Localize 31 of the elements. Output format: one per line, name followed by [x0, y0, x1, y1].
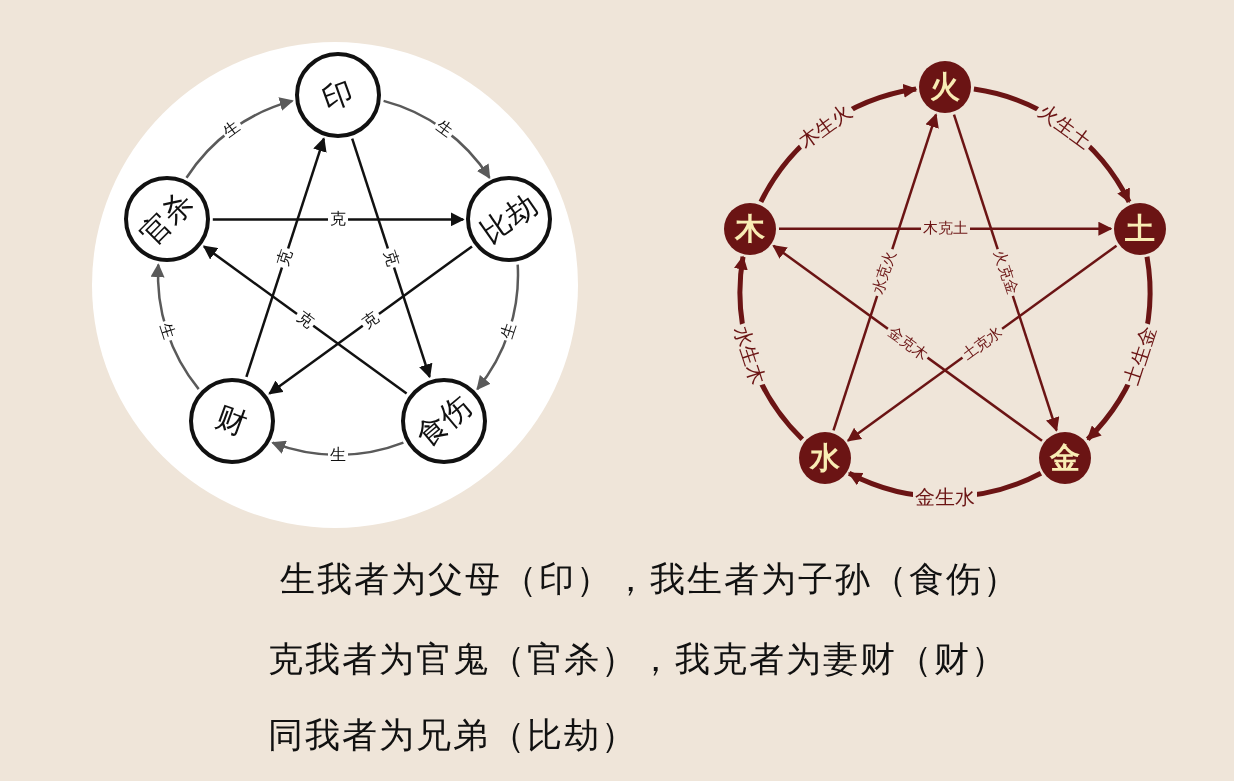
node-label: 比劫 [476, 189, 543, 249]
element-badge [724, 202, 777, 255]
arrow [185, 98, 294, 179]
node-label: 木 [735, 213, 766, 244]
node-label: 火 [930, 72, 960, 102]
node-label: 水 [809, 442, 840, 473]
element-badge [1113, 202, 1166, 255]
edge-label: 木克土 [920, 220, 970, 238]
node-label: 金 [1050, 442, 1081, 473]
arrow [271, 439, 404, 457]
text-line: 生我者为父母（印），我生者为子孙（食伤） [280, 562, 1020, 597]
element-badge [919, 61, 971, 113]
arrow [245, 137, 327, 378]
element-badge [798, 431, 851, 484]
element-badge [1039, 431, 1092, 484]
edge-label: 生 [328, 446, 348, 464]
text-line: 克我者为官鬼（官杀），我克者为妻财（财） [268, 642, 1008, 677]
edge-label: 克 [328, 210, 348, 229]
node-label: 财 [212, 401, 252, 440]
arrow [212, 212, 465, 227]
node-label: 官杀 [135, 187, 199, 252]
arrow [351, 138, 433, 379]
arrow [268, 245, 473, 395]
node-label: 土 [1124, 213, 1155, 244]
edge-label: 金生水 [913, 486, 977, 508]
edge-label: 火克金 [989, 246, 1021, 299]
node-label: 食伤 [411, 389, 477, 452]
text-line: 同我者为兄弟（比劫） [268, 718, 638, 753]
node-label: 印 [318, 75, 358, 115]
arrow [383, 99, 491, 179]
arrow [202, 245, 408, 395]
